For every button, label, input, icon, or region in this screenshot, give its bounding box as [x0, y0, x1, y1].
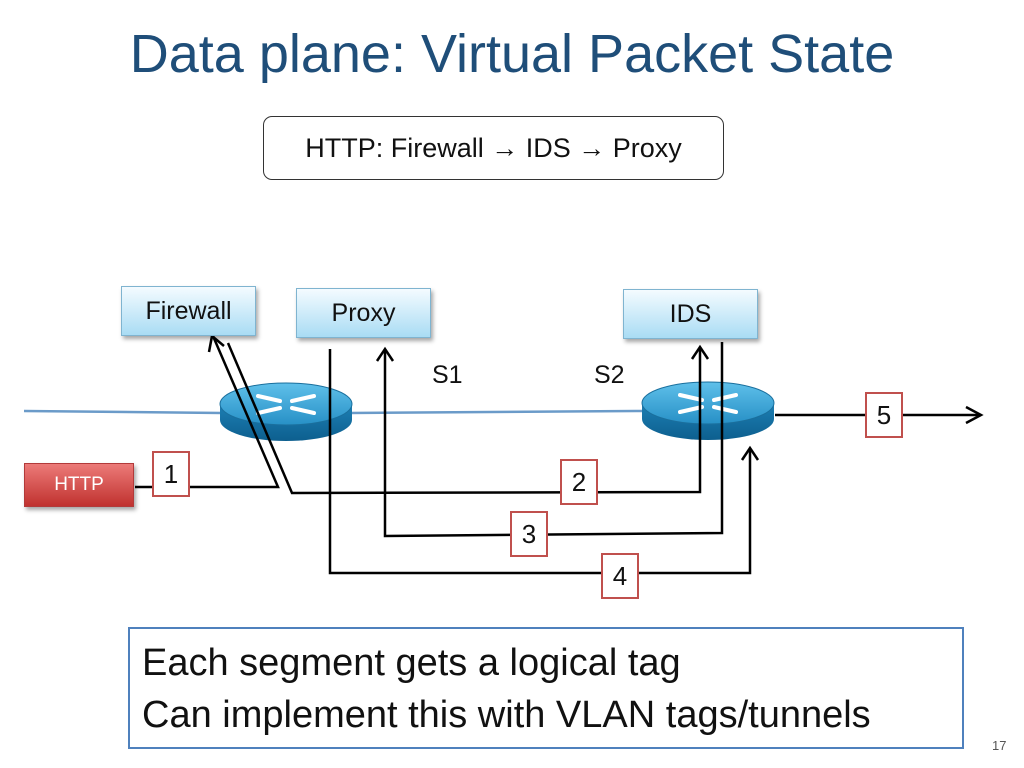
- summary-line-1: Each segment gets a logical tag: [142, 642, 681, 684]
- firewall-box: Firewall: [121, 286, 256, 336]
- arrowhead-ids: [690, 344, 710, 360]
- summary-box: Each segment gets a logical tag Can impl…: [128, 627, 964, 749]
- tag-box-3: 3: [510, 511, 548, 557]
- slide-title: Data plane: Virtual Packet State: [129, 24, 895, 84]
- tag-box-4: 4: [601, 553, 639, 599]
- switch-label-s1: S1: [432, 361, 463, 389]
- arrowhead-s2: [740, 445, 760, 461]
- arrowhead-firewall: [207, 333, 225, 353]
- summary-line-2: Can implement this with VLAN tags/tunnel…: [142, 694, 871, 736]
- switch-s2: [641, 381, 775, 440]
- ids-box: IDS: [623, 289, 758, 339]
- path-segment-4: [328, 349, 752, 575]
- arrowhead-exit: [965, 405, 984, 425]
- path-segment-2: [226, 342, 702, 495]
- tag-box-5: 5: [865, 392, 903, 438]
- network-link-middle: [349, 409, 644, 415]
- path-segment-3: [383, 342, 724, 538]
- switch-label-s2: S2: [594, 361, 625, 389]
- arrowhead-proxy: [375, 346, 395, 362]
- network-link-left: [23, 409, 223, 415]
- page-number: 17: [992, 738, 1007, 753]
- tag-box-2: 2: [560, 459, 598, 505]
- http-packet: HTTP: [24, 463, 134, 507]
- policy-chain-box: HTTP: Firewall → IDS → Proxy: [263, 116, 724, 180]
- proxy-box: Proxy: [296, 288, 431, 338]
- switch-s1: [219, 382, 353, 441]
- tag-box-1: 1: [152, 451, 190, 497]
